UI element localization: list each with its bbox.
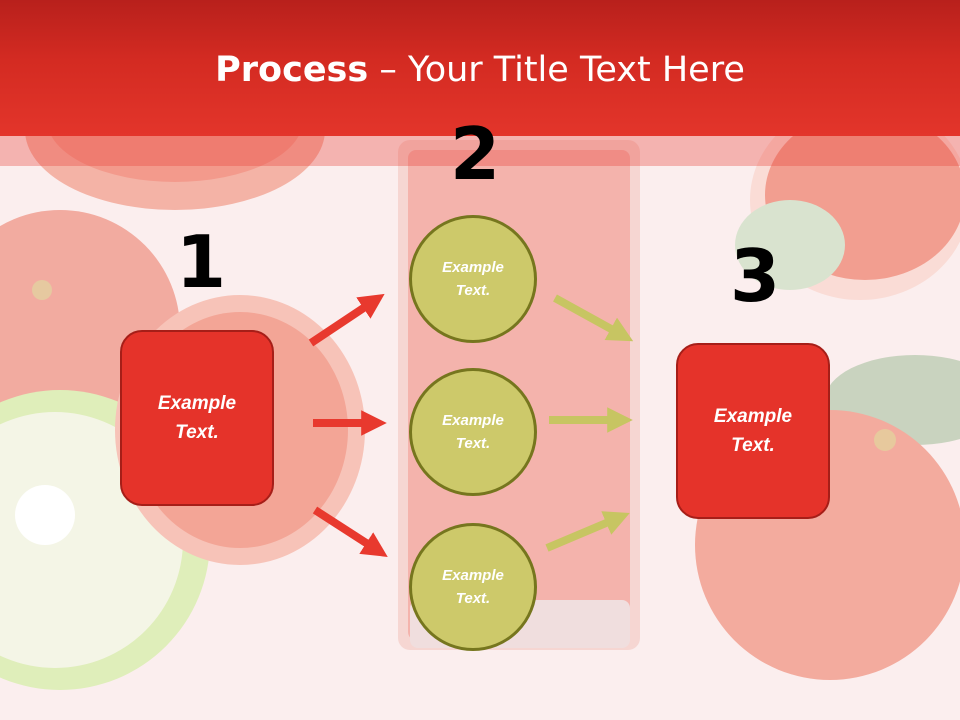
circle-middle-text: Example Text. xyxy=(442,409,504,455)
left-box-line1: Example xyxy=(157,393,237,414)
olive-arrow-up xyxy=(545,511,630,552)
circle-bottom-line2: Text. xyxy=(455,590,491,607)
right-text-box[interactable]: Example Text. xyxy=(676,343,830,519)
step-number-3: 3 xyxy=(730,234,781,318)
title-bar xyxy=(0,0,960,136)
circle-top-line1: Example xyxy=(442,259,504,276)
circle-top-line2: Text. xyxy=(455,282,491,299)
circle-bottom-text: Example Text. xyxy=(442,564,504,610)
circle-top[interactable]: Example Text. xyxy=(409,215,537,343)
right-box-text: Example Text. xyxy=(714,402,792,460)
circle-bottom[interactable]: Example Text. xyxy=(409,523,537,651)
red-arrow-down xyxy=(312,506,388,557)
left-box-text: Example Text. xyxy=(158,389,236,447)
title-rest: – Your Title Text Here xyxy=(368,50,745,90)
olive-arrow-down xyxy=(553,294,634,342)
red-arrow-up xyxy=(308,293,385,347)
circle-bottom-line1: Example xyxy=(442,567,504,584)
left-box-line2: Text. xyxy=(175,422,219,443)
left-text-box[interactable]: Example Text. xyxy=(120,330,274,506)
title-strip xyxy=(0,136,960,166)
circle-middle-line1: Example xyxy=(442,412,504,429)
right-box-line1: Example xyxy=(713,406,793,427)
step-number-1: 1 xyxy=(176,220,227,304)
title-bold: Process xyxy=(215,50,369,90)
circle-middle[interactable]: Example Text. xyxy=(409,368,537,496)
right-box-line2: Text. xyxy=(731,435,775,456)
circle-middle-line2: Text. xyxy=(455,435,491,452)
page-title: Process – Your Title Text Here xyxy=(0,50,960,90)
step-number-2: 2 xyxy=(450,112,501,196)
circle-top-text: Example Text. xyxy=(442,256,504,302)
